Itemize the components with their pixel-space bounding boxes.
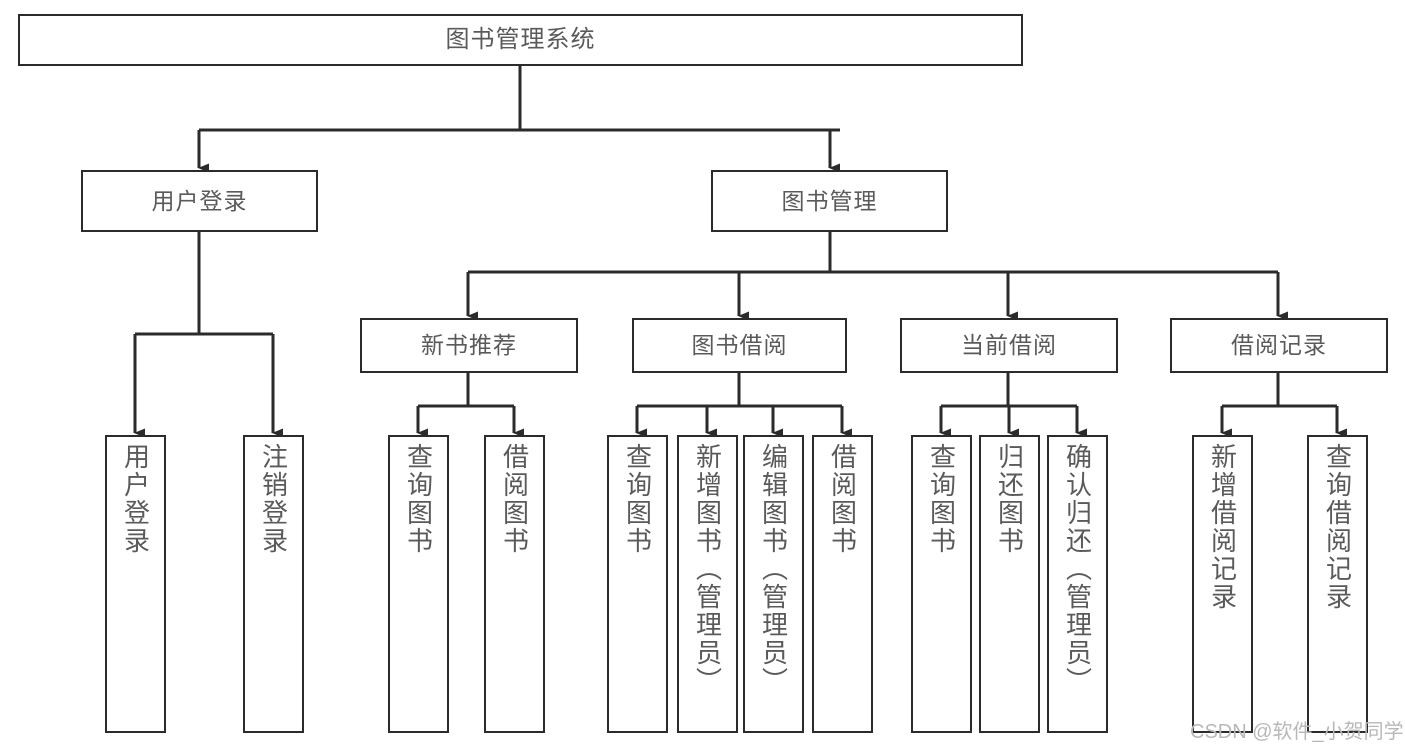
node-new-book-rec[interactable]: 新书推荐 (360, 318, 578, 373)
node-leaf-return-book-label: 归还图书 (994, 443, 1025, 555)
node-leaf-logout-login-label: 注销登录 (258, 443, 289, 555)
node-leaf-query-book-2[interactable]: 查询图书 (607, 435, 668, 733)
node-root-label: 图书管理系统 (445, 26, 596, 54)
node-leaf-add-record[interactable]: 新增借阅记录 (1192, 435, 1253, 733)
node-leaf-query-book-1[interactable]: 查询图书 (388, 435, 449, 733)
node-leaf-query-book-3-label: 查询图书 (926, 443, 957, 555)
node-leaf-borrow-book-2[interactable]: 借阅图书 (812, 435, 873, 733)
node-leaf-borrow-book-1-label: 借阅图书 (499, 443, 530, 555)
csdn-watermark: CSDN @软件_小贺同学 (1190, 721, 1404, 743)
node-leaf-confirm-return[interactable]: 确认归还（管理员） (1047, 435, 1108, 733)
node-leaf-confirm-return-label: 确认归还（管理员） (1062, 443, 1093, 695)
node-current-borrow[interactable]: 当前借阅 (900, 318, 1118, 373)
node-new-book-rec-label: 新书推荐 (421, 332, 517, 359)
node-current-borrow-label: 当前借阅 (961, 332, 1057, 359)
node-leaf-query-book-3[interactable]: 查询图书 (911, 435, 972, 733)
node-user-login-label: 用户登录 (151, 187, 248, 214)
node-user-login[interactable]: 用户登录 (81, 170, 318, 232)
node-leaf-return-book[interactable]: 归还图书 (979, 435, 1040, 733)
node-leaf-add-record-label: 新增借阅记录 (1207, 443, 1238, 611)
node-book-manage[interactable]: 图书管理 (711, 170, 948, 232)
node-leaf-borrow-book-2-label: 借阅图书 (827, 443, 858, 555)
node-leaf-query-record-label: 查询借阅记录 (1322, 443, 1353, 611)
node-leaf-query-book-1-label: 查询图书 (403, 443, 434, 555)
node-leaf-edit-book-label: 编辑图书（管理员） (758, 443, 789, 695)
node-borrow-record[interactable]: 借阅记录 (1170, 318, 1388, 373)
node-leaf-add-book-label: 新增图书（管理员） (692, 443, 723, 695)
node-leaf-query-book-2-label: 查询图书 (622, 443, 653, 555)
node-leaf-user-login[interactable]: 用户登录 (105, 435, 166, 733)
node-book-borrow-label: 图书借阅 (691, 332, 788, 359)
node-leaf-query-record[interactable]: 查询借阅记录 (1307, 435, 1368, 733)
node-root[interactable]: 图书管理系统 (18, 14, 1023, 66)
node-leaf-user-login-label: 用户登录 (120, 443, 151, 555)
node-leaf-logout-login[interactable]: 注销登录 (243, 435, 304, 733)
node-leaf-edit-book[interactable]: 编辑图书（管理员） (743, 435, 804, 733)
node-leaf-borrow-book-1[interactable]: 借阅图书 (484, 435, 545, 733)
node-leaf-add-book[interactable]: 新增图书（管理员） (677, 435, 738, 733)
node-book-borrow[interactable]: 图书借阅 (632, 318, 847, 373)
node-borrow-record-label: 借阅记录 (1231, 332, 1327, 359)
node-book-manage-label: 图书管理 (781, 187, 878, 214)
